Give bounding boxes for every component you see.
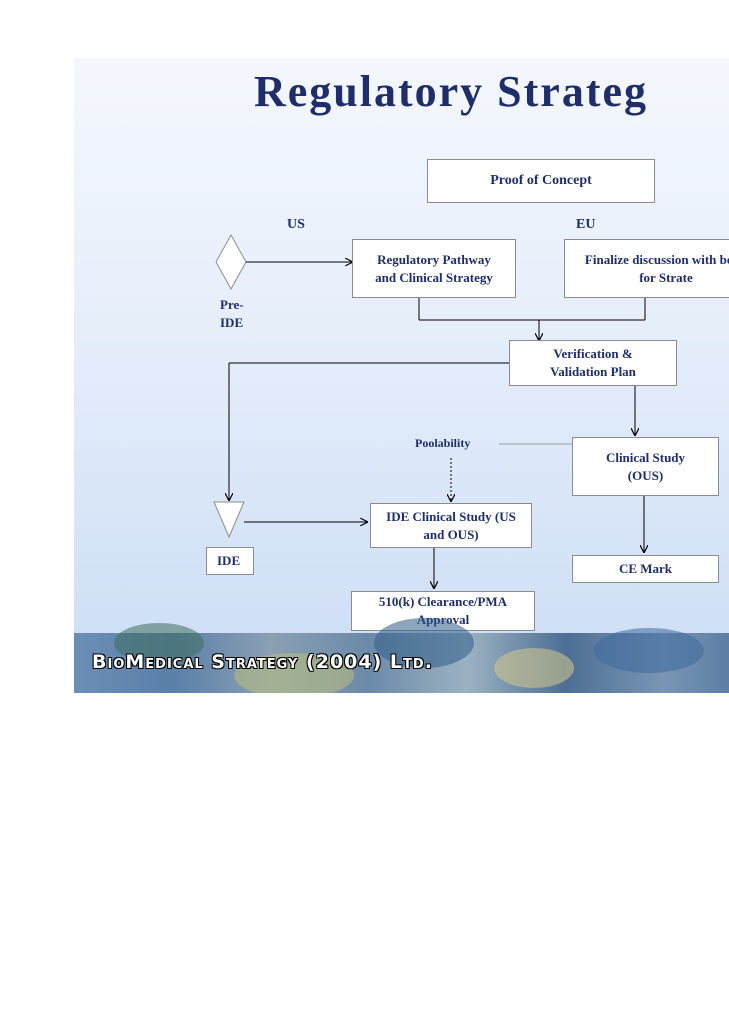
ide-clinical-study-box: IDE Clinical Study (US and OUS) <box>370 503 532 548</box>
eu-label: EU <box>576 217 596 232</box>
ide-label-box: IDE <box>206 547 254 575</box>
verification-validation-box: Verification & Validation Plan <box>509 340 677 386</box>
footer-banner: BioMedical Strategy (2004) Ltd. <box>74 618 729 693</box>
poolability-label: Poolability <box>415 436 471 450</box>
us-label: US <box>287 217 305 232</box>
ide-triangle <box>213 501 245 539</box>
pre-ide-diamond <box>215 233 247 291</box>
company-name: BioMedical Strategy (2004) Ltd. <box>92 651 433 673</box>
flow-connectors <box>213 233 729 633</box>
slide: Regulatory Strateg Proof o <box>74 58 729 693</box>
ce-mark-box: CE Mark <box>572 555 719 583</box>
finalize-discussion-box: Finalize discussion with body for Strate <box>564 239 729 298</box>
slide-title: Regulatory Strateg <box>254 67 649 116</box>
proof-of-concept-box: Proof of Concept <box>427 159 655 203</box>
regulatory-pathway-box: Regulatory Pathway and Clinical Strategy <box>352 239 516 298</box>
clinical-study-ous-box: Clinical Study (OUS) <box>572 437 719 496</box>
pre-ide-label: Pre- IDE <box>220 297 244 330</box>
